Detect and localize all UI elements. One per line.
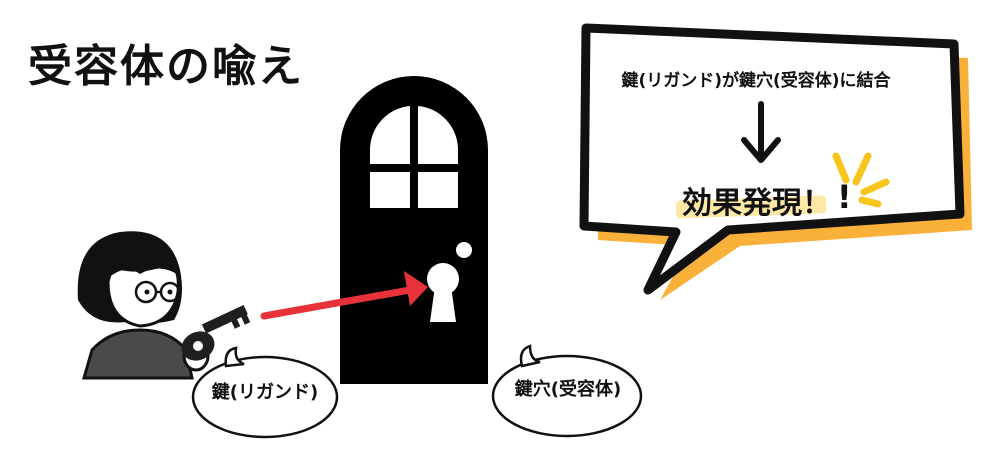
page-title: 受容体の喩え <box>28 41 304 92</box>
door-window <box>369 106 459 208</box>
speech-bubble-body <box>579 23 965 295</box>
effect-text: 効果発現！ <box>682 186 832 221</box>
character-illustration <box>77 231 251 380</box>
keyhole-icon <box>427 263 459 322</box>
glasses-icon <box>134 280 181 304</box>
door-knob <box>456 242 472 258</box>
key-icon <box>181 305 251 361</box>
key-label: 鍵(リガンド) <box>211 382 319 403</box>
speech-bubble-text: 鍵(リガンド)が鍵穴(受容体)に結合 <box>621 71 891 91</box>
red-arrow-icon <box>260 271 428 320</box>
door-icon <box>340 76 488 384</box>
effect-highlight <box>675 195 827 219</box>
character-body <box>82 328 194 380</box>
sparkle-icon <box>832 152 890 208</box>
effect-exclaim: ! <box>837 178 852 216</box>
keyhole-label-bubble <box>491 344 643 438</box>
down-arrow-icon <box>741 101 781 163</box>
keyhole-label: 鍵穴(受容体) <box>514 379 622 400</box>
key-label-bubble <box>191 346 339 439</box>
speech-bubble <box>579 23 972 300</box>
